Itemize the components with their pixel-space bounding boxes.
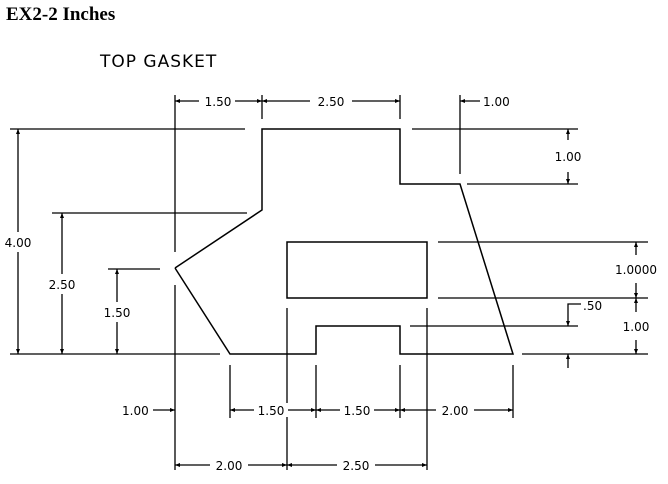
dim-right-1-00-bottom: 1.00 xyxy=(623,320,650,334)
dim-right-1-0000: 1.0000 xyxy=(615,263,657,277)
dim-right-50: .50 xyxy=(583,299,602,313)
dim-left-1-50: 1.50 xyxy=(104,306,131,320)
dim-left-2-50: 2.50 xyxy=(49,278,76,292)
gasket-cutout xyxy=(286,241,428,299)
dim-bottom-1-00: 1.00 xyxy=(122,404,149,418)
gasket-outline xyxy=(174,128,515,355)
dim-top-1-50: 1.50 xyxy=(205,95,232,109)
extension-lines xyxy=(10,95,648,470)
dim-bottom-2-50: 2.50 xyxy=(343,459,370,473)
dim-bottom-1-50-b: 1.50 xyxy=(344,404,371,418)
dim-left-4-00: 4.00 xyxy=(5,236,32,250)
dim-right-1-00-top: 1.00 xyxy=(555,150,582,164)
dimension-labels: 1.50 2.50 1.00 1.00 1.0000 .50 1.00 4.00… xyxy=(5,94,657,473)
dim-top-1-00: 1.00 xyxy=(483,95,510,109)
drawing-label: TOP GASKET xyxy=(99,52,217,72)
dim-bottom-1-50-a: 1.50 xyxy=(258,404,285,418)
dim-top-2-50: 2.50 xyxy=(318,95,345,109)
dim-bottom-2-00-right: 2.00 xyxy=(442,404,469,418)
page-title: EX2-2 Inches xyxy=(6,4,116,25)
dim-bottom-2-00-left: 2.00 xyxy=(216,459,243,473)
dimension-lines xyxy=(16,99,638,467)
